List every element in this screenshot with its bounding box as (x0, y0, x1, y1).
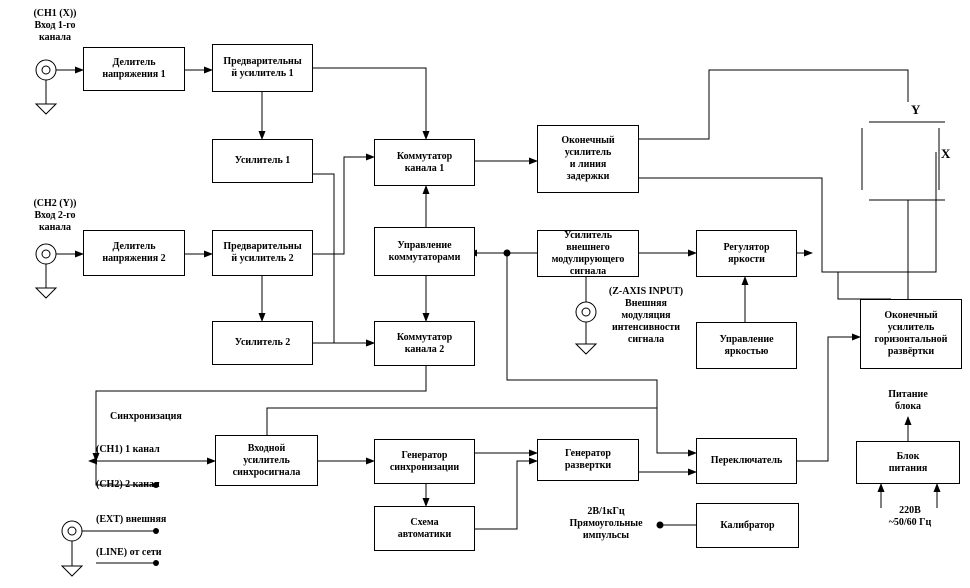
calibration-signal-label: 2В/1кГц Прямоугольные импульсы (569, 506, 643, 541)
sync-ch2-label: (CH2) 2 канал (96, 479, 160, 490)
ch1-input-label: (CH1 (X)) Вход 1-го канала (33, 8, 77, 43)
final-amp-delay-line-block: Оконечный усилитель и линия задержки (537, 125, 639, 193)
preamp-2-block: Предварительны й усилитель 2 (212, 230, 313, 276)
axis-x-label: X (941, 146, 951, 161)
z-modulation-amp-block: Усилитель внешнего модулирующего сигнала (537, 230, 639, 277)
channel-2-switch-block: Коммутатор канала 2 (374, 321, 475, 366)
ext-connector-icon (60, 520, 84, 577)
automation-circuit-block: Схема автоматики (374, 506, 475, 551)
brightness-regulator-block: Регулятор яркости (696, 230, 797, 277)
sync-ch1-label: (CH1) 1 канал (96, 444, 160, 455)
ch2-input-label: (CH2 (Y)) Вход 2-го канала (33, 198, 77, 233)
brightness-control-block: Управление яркостью (696, 322, 797, 369)
sync-input-amp-block: Входной усилитель синхросигнала (215, 435, 318, 486)
amplifier-1-block: Усилитель 1 (212, 139, 313, 183)
power-supply-block: Блок питания (856, 441, 960, 484)
power-output-label: Питание блока (888, 389, 928, 412)
axis-y-label: Y (911, 102, 921, 117)
ch1-connector-icon (34, 59, 58, 115)
sync-generator-block: Генератор синхронизации (374, 439, 475, 484)
z-input-label: (Z-AXIS INPUT) Внешняя модуляция интенси… (608, 286, 684, 345)
sync-label: Синхронизация (110, 411, 182, 422)
ch2-connector-icon (34, 243, 58, 299)
calibrator-block: Калибратор (696, 503, 799, 548)
channel-1-switch-block: Коммутатор канала 1 (374, 139, 475, 186)
mains-input-label: 220В ~50/60 Гц (888, 505, 932, 528)
amplifier-2-block: Усилитель 2 (212, 321, 313, 365)
voltage-divider-1-block: Делитель напряжения 1 (83, 47, 185, 91)
horizontal-final-amp-block: Оконечный усилитель горизонтальной развё… (860, 299, 962, 369)
sync-ext-label: (EXT) внешняя (96, 514, 167, 525)
sync-line-label: (LINE) от сети (96, 547, 162, 558)
sweep-generator-block: Генератор развертки (537, 439, 639, 481)
voltage-divider-2-block: Делитель напряжения 2 (83, 230, 185, 276)
preamp-1-block: Предварительны й усилитель 1 (212, 44, 313, 92)
crt-plates-icon (861, 121, 945, 201)
switch-control-block: Управление коммутаторами (374, 227, 475, 276)
z-input-connector-icon (574, 301, 598, 355)
switch-block: Переключатель (696, 438, 797, 484)
